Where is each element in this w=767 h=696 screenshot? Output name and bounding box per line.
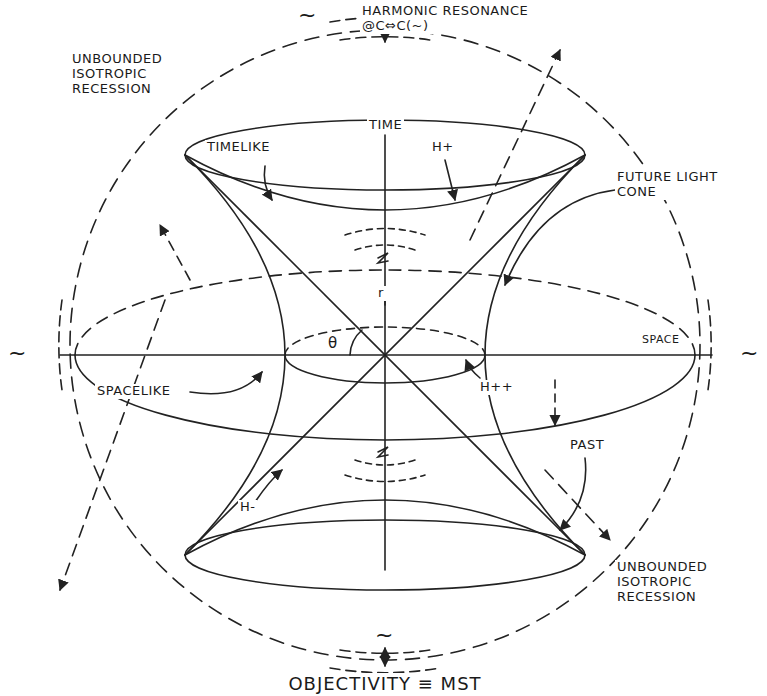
surface-label: H+	[430, 140, 456, 155]
recession-note: UNBOUNDED ISOTROPIC RECESSION	[70, 52, 184, 97]
resonance-arc	[330, 668, 440, 673]
tilde-mark: ~	[373, 622, 396, 647]
light-cone-line	[185, 155, 585, 555]
resonance-arrow	[384, 648, 386, 666]
resonance-arc	[708, 300, 711, 390]
outer-boundary	[70, 30, 700, 660]
tilde-mark: ~	[296, 2, 319, 27]
time-axis	[384, 135, 386, 570]
leader-line	[264, 166, 272, 200]
angle-arc	[350, 330, 362, 355]
cone-label: FUTURE LIGHT CONE	[615, 170, 729, 200]
hyperboloid-side	[485, 155, 585, 555]
resonance-note: HARMONIC RESONANCE @C⇔C(~)	[360, 4, 554, 34]
recession-note: UNBOUNDED ISOTROPIC RECESSION	[615, 560, 729, 605]
squiggle	[378, 253, 388, 263]
leader-line	[466, 360, 480, 378]
axis-label: TIME	[367, 118, 404, 133]
recession-arrow	[470, 50, 560, 240]
leader-line	[560, 458, 586, 530]
light-cone-line	[185, 155, 585, 555]
inner-arc	[345, 475, 425, 482]
leader-line	[445, 160, 455, 200]
hyperboloid-side	[185, 155, 285, 555]
tilde-mark: ~	[6, 340, 29, 365]
leader-line	[505, 190, 615, 285]
leader-line	[255, 470, 282, 502]
inner-arc	[345, 229, 425, 236]
resonance-arc	[59, 300, 62, 390]
hyperbola-lower	[185, 500, 585, 555]
axis-label: SPACE	[640, 334, 681, 347]
surface-label: H-	[238, 500, 257, 515]
throat-back	[285, 327, 485, 355]
region-label: SPACELIKE	[95, 384, 173, 399]
cone-rim	[185, 520, 585, 590]
surface-label: H++	[478, 380, 515, 395]
radius-label: r	[376, 286, 386, 301]
inner-arc	[355, 460, 415, 465]
leader-line	[190, 372, 262, 394]
region-label: PAST	[568, 438, 606, 453]
region-label: TIMELIKE	[205, 140, 272, 155]
recession-arrow	[160, 225, 190, 280]
recession-arrow	[60, 300, 165, 590]
inner-arc	[355, 245, 415, 250]
caption: OBJECTIVITY ≡ MST	[285, 673, 484, 694]
tilde-mark: ~	[738, 340, 761, 365]
throat-front	[285, 355, 485, 383]
squiggle	[378, 447, 388, 457]
hyperbola-upper	[185, 155, 585, 210]
recession-arrow	[554, 380, 556, 425]
angle-label: θ	[326, 335, 340, 352]
